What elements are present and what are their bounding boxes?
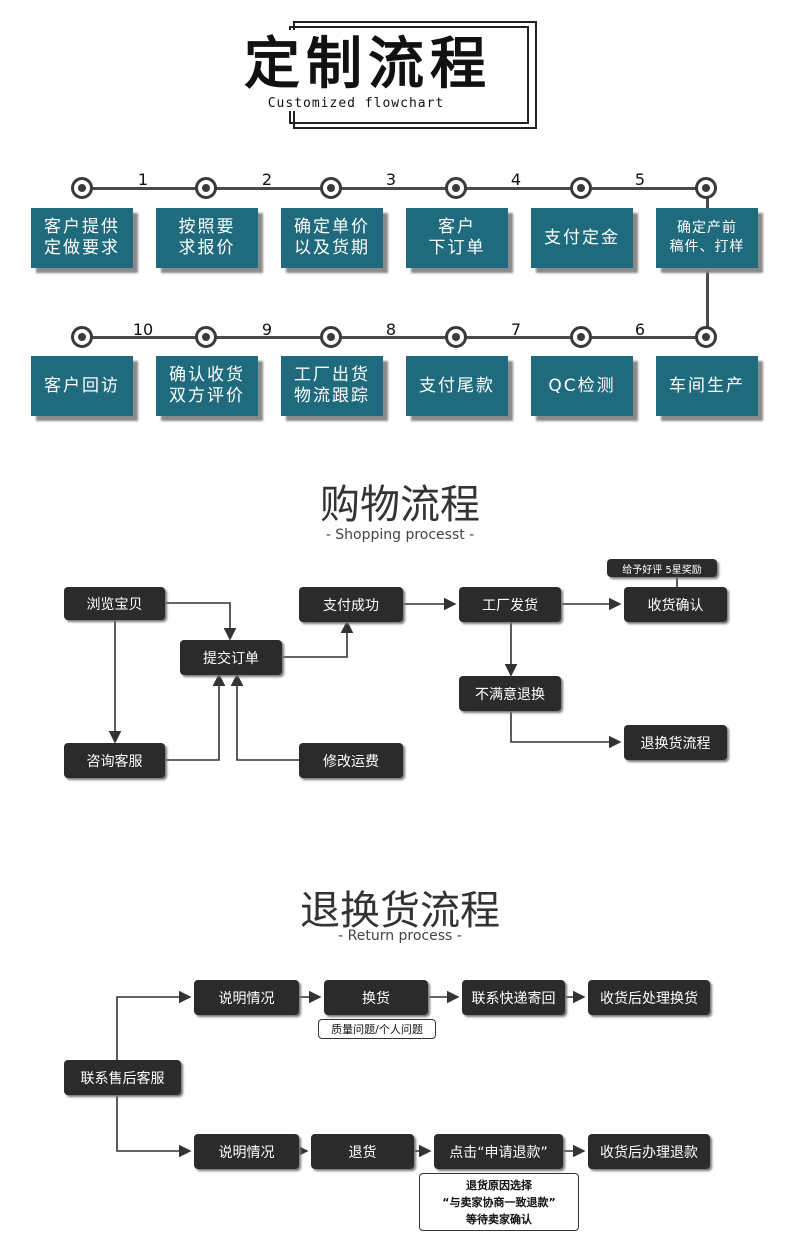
custom-flow-subtitle: Customized flowchart (246, 96, 466, 111)
return-flow-subtitle: - Return process - (338, 928, 462, 944)
step-box: 客户提供 定做要求 (31, 208, 133, 268)
arrow-contact-to-explain-bottom (116, 1095, 192, 1158)
step-number: 3 (385, 170, 397, 189)
apply-refund-node: 点击“申请退款” (434, 1134, 563, 1169)
after-receipt-refund-node: 收货后办理退款 (588, 1134, 710, 1169)
return-process-node: 退换货流程 (624, 725, 727, 760)
exchange-node: 换货 (324, 980, 428, 1015)
step-node-dot (445, 177, 467, 199)
step-node-dot (695, 326, 717, 348)
step-box: 确认收货 双方评价 (156, 356, 258, 416)
arrow-contact-to-explain-top (116, 990, 192, 1060)
browse-node: 浏览宝贝 (64, 587, 165, 620)
shopping-flow-title: 购物流程 (320, 482, 480, 528)
step-box: 确定单价 以及货期 (281, 208, 383, 268)
step-node-dot (320, 326, 342, 348)
step-number: 4 (510, 170, 522, 189)
step-number: 9 (261, 320, 273, 339)
step-box: 支付定金 (531, 208, 633, 268)
factory-ship-node: 工厂发货 (459, 587, 561, 622)
unsatisfied-return-node: 不满意退换 (459, 676, 561, 711)
step-node-dot (320, 177, 342, 199)
arrow-submit-to-paid (282, 620, 354, 658)
step-node-dot (570, 177, 592, 199)
refund-node: 退货 (311, 1134, 414, 1169)
step-node-dot (195, 177, 217, 199)
return-flow-title: 退换货流程 (300, 888, 500, 934)
step-box: 工厂出货 物流跟踪 (281, 356, 383, 416)
contact-service-node: 联系售后客服 (64, 1060, 181, 1095)
exchange-reason-note: 质量问题/个人问题 (318, 1019, 436, 1039)
step-number: 2 (261, 170, 273, 189)
payment-success-node: 支付成功 (299, 587, 403, 622)
arrow-browse-to-submit (165, 602, 237, 641)
step-box: QC检测 (531, 356, 633, 416)
step-box: 按照要 求报价 (156, 208, 258, 268)
arrow-consult-to-submit (165, 673, 226, 761)
step-box: 支付尾款 (406, 356, 508, 416)
step-number: 8 (385, 320, 397, 339)
arrow-modify-to-submit (230, 673, 299, 761)
row2-connector (82, 336, 708, 339)
arrow-unsatisfied-to-return (510, 711, 622, 749)
step-number: 7 (510, 320, 522, 339)
step-box: 车间生产 (656, 356, 758, 416)
row1-connector (82, 187, 708, 190)
modify-freight-node: 修改运费 (299, 743, 403, 778)
step-node-dot (71, 326, 93, 348)
confirm-receipt-node: 收货确认 (624, 587, 727, 622)
step-number: 10 (132, 320, 154, 339)
step-number: 1 (137, 170, 149, 189)
consult-node: 咨询客服 (64, 743, 165, 778)
review-reward-note: 给予好评 5星奖励 (607, 559, 717, 577)
step-box: 客户 下订单 (406, 208, 508, 268)
submit-order-node: 提交订单 (180, 640, 282, 675)
step-node-dot (71, 177, 93, 199)
step-number: 6 (634, 320, 646, 339)
step-node-dot (570, 326, 592, 348)
after-receipt-exchange-node: 收货后处理换货 (588, 980, 710, 1015)
explain-situation-top-node: 说明情况 (194, 980, 299, 1015)
step-box: 确定产前 稿件、打样 (656, 208, 758, 268)
step-node-dot (445, 326, 467, 348)
explain-situation-bottom-node: 说明情况 (194, 1134, 299, 1169)
shopping-flow-subtitle: - Shopping processt - (325, 527, 475, 543)
step-number: 5 (634, 170, 646, 189)
step-box: 客户回访 (31, 356, 133, 416)
custom-flow-title: 定制流程 (238, 30, 498, 100)
contact-express-node: 联系快递寄回 (462, 980, 565, 1015)
refund-reason-note: 退货原因选择 “与卖家协商一致退款” 等待卖家确认 (419, 1173, 579, 1231)
step-node-dot (695, 177, 717, 199)
step-node-dot (195, 326, 217, 348)
